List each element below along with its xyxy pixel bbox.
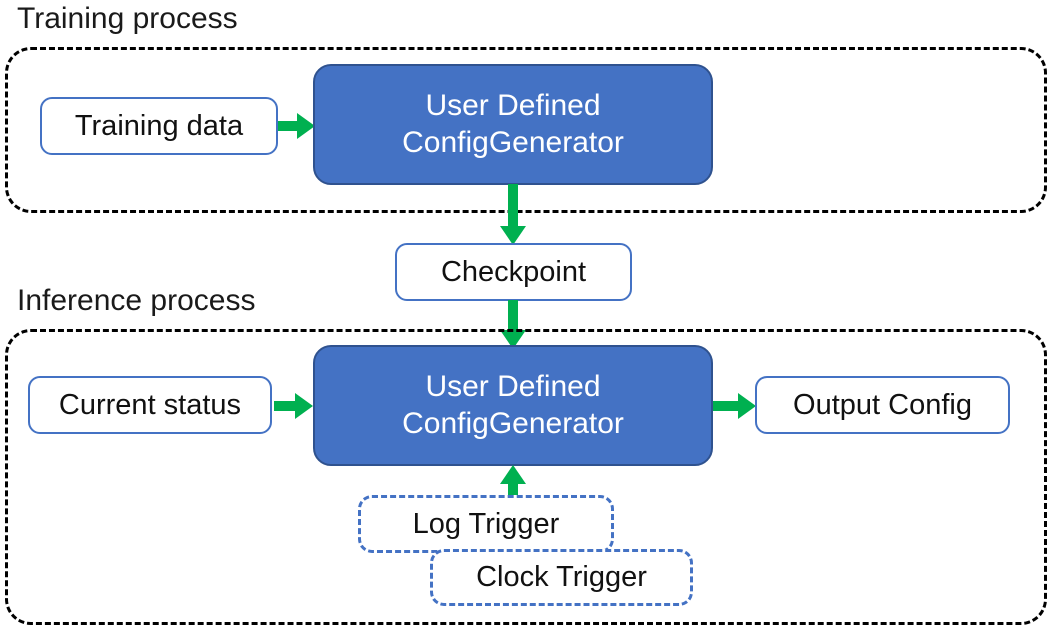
output-config-box[interactable]: Output Config	[755, 376, 1010, 434]
generator-line-2: ConfigGenerator	[402, 406, 624, 440]
training-process-group	[5, 47, 1047, 213]
training-data-box[interactable]: Training data	[40, 97, 278, 155]
checkpoint-box[interactable]: Checkpoint	[395, 243, 632, 301]
inference-process-label: Inference process	[17, 284, 256, 317]
clock-trigger-box[interactable]: Clock Trigger	[430, 549, 693, 606]
training-process-label: Training process	[17, 2, 238, 35]
inference-config-generator-box[interactable]: User Defined ConfigGenerator	[313, 345, 713, 466]
log-trigger-box[interactable]: Log Trigger	[358, 495, 614, 553]
current-status-box[interactable]: Current status	[28, 376, 272, 434]
generator-line-2: ConfigGenerator	[402, 125, 624, 159]
training-config-generator-box[interactable]: User Defined ConfigGenerator	[313, 64, 713, 185]
generator-line-1: User Defined	[425, 88, 601, 122]
generator-line-1: User Defined	[425, 369, 601, 403]
inference-process-group	[5, 329, 1047, 625]
